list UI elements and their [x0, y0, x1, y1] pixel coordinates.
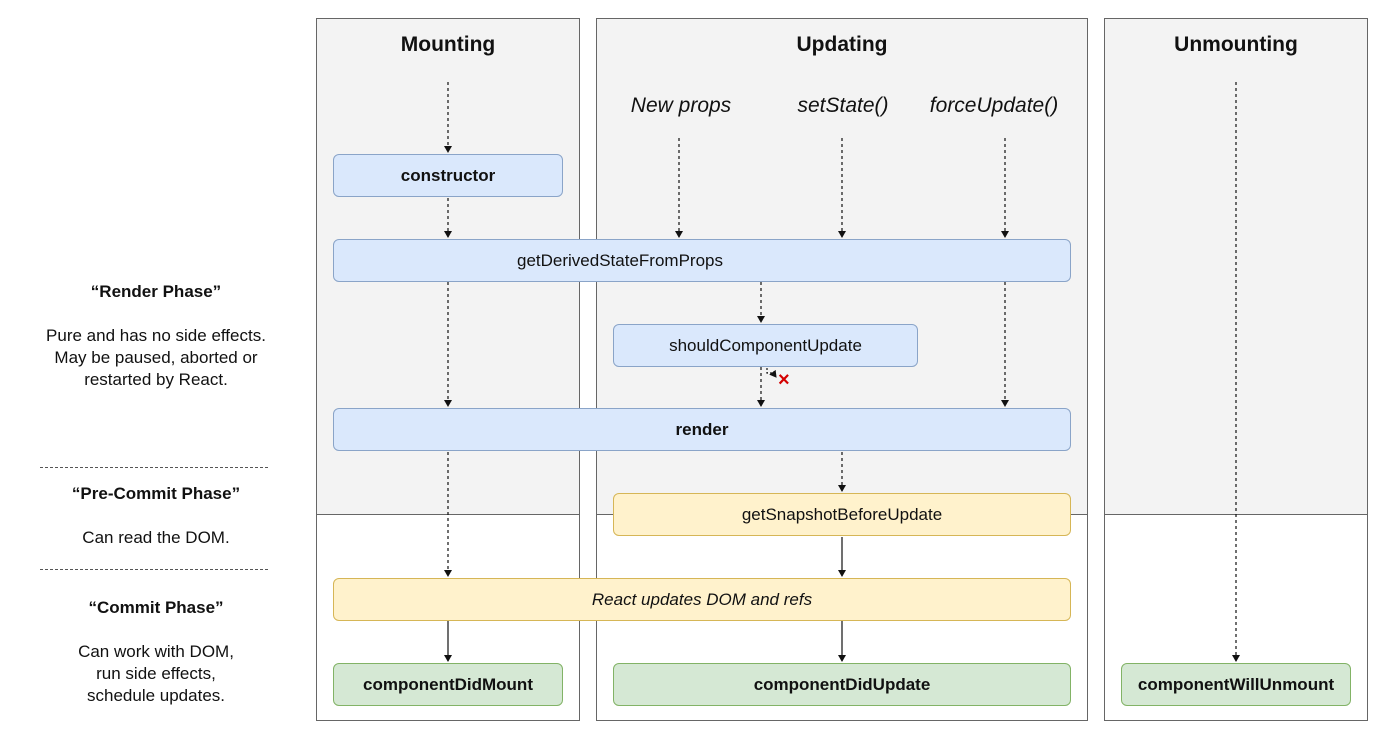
render-node: render	[333, 408, 1071, 451]
component-did-update-node: componentDidUpdate	[613, 663, 1071, 706]
should-component-update-node: shouldComponentUpdate	[613, 324, 918, 367]
commit-phase-line: run side effects,	[96, 664, 216, 683]
mounting-column-title: Mounting	[400, 33, 496, 56]
commit-phase-title: “Commit Phase”	[88, 598, 224, 617]
component-did-mount-node: componentDidMount	[333, 663, 563, 706]
unmounting-column: Unmounting	[1104, 18, 1368, 721]
render-phase-description: “Render Phase” Pure and has no side effe…	[20, 281, 292, 391]
trigger-new-props: New props	[630, 94, 732, 117]
commit-phase-description: “Commit Phase” Can work with DOM, run si…	[20, 597, 292, 707]
commit-phase-line: Can work with DOM,	[78, 642, 234, 661]
phase-separator	[40, 569, 268, 570]
pre-commit-phase-description: “Pre-Commit Phase” Can read the DOM.	[20, 483, 292, 549]
get-snapshot-before-update-node: getSnapshotBeforeUpdate	[613, 493, 1071, 536]
get-derived-state-from-props-label: getDerivedStateFromProps	[517, 250, 723, 270]
cancel-x-icon: ×	[778, 369, 790, 391]
render-phase-title: “Render Phase”	[90, 282, 222, 301]
pre-commit-phase-line: Can read the DOM.	[82, 528, 230, 547]
get-derived-state-from-props-node: getDerivedStateFromProps	[333, 239, 1071, 282]
commit-phase-line: schedule updates.	[87, 686, 225, 705]
constructor-node: constructor	[333, 154, 563, 197]
component-will-unmount-node: componentWillUnmount	[1121, 663, 1351, 706]
unmounting-column-title: Unmounting	[1174, 33, 1298, 56]
pre-commit-phase-title: “Pre-Commit Phase”	[71, 484, 241, 503]
trigger-force-update: forceUpdate()	[929, 94, 1059, 117]
render-phase-line: restarted by React.	[84, 370, 228, 389]
trigger-set-state: setState()	[797, 94, 889, 117]
updating-column-title: Updating	[796, 33, 888, 56]
render-phase-line: Pure and has no side effects.	[46, 326, 266, 345]
render-phase-line: May be paused, aborted or	[54, 348, 258, 367]
react-updates-dom-node: React updates DOM and refs	[333, 578, 1071, 621]
arrow-scu-cancel-branch	[766, 368, 777, 378]
phase-separator	[40, 467, 268, 468]
